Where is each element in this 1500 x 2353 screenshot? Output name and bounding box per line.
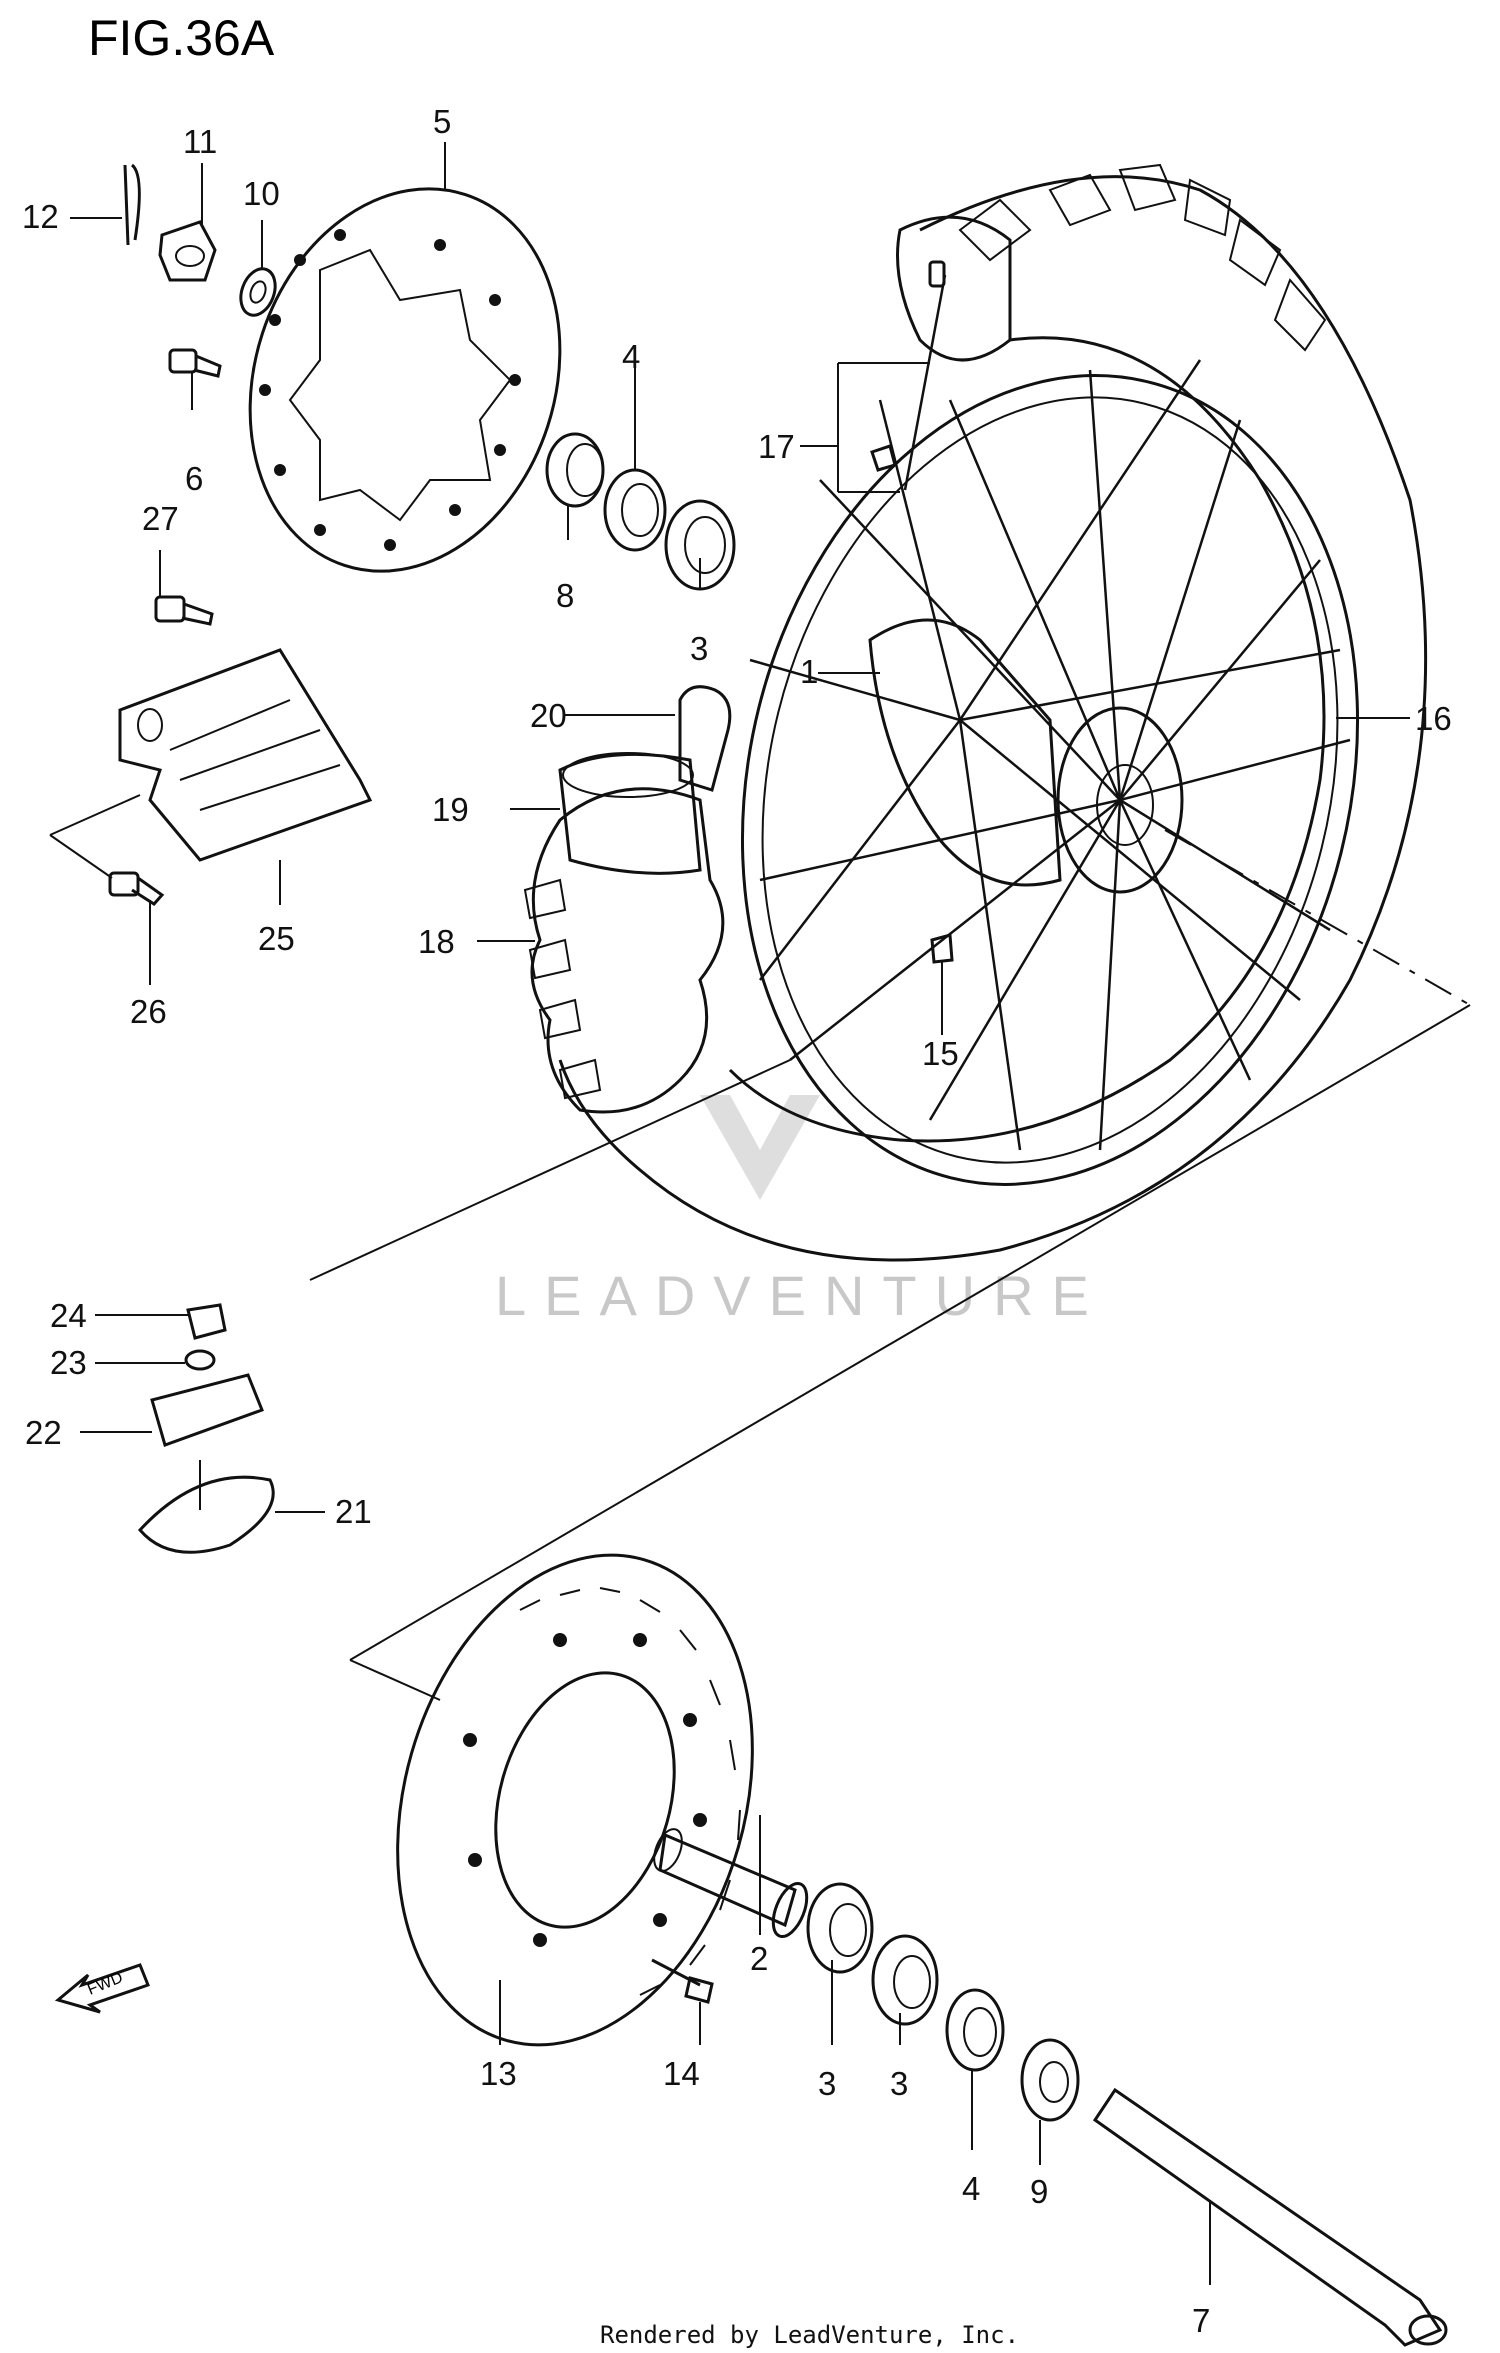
castle-nut (158, 220, 217, 282)
collar-upper (545, 432, 605, 508)
callout-3-lower-a: 3 (818, 2065, 836, 2102)
callout-9: 9 (1030, 2173, 1048, 2210)
guard-bolt (154, 595, 214, 626)
footer-credit: Rendered by LeadVenture, Inc. (600, 2321, 1019, 2349)
inner-tube (558, 752, 702, 875)
callout-23: 23 (50, 1344, 87, 1381)
callout-3-upper: 3 (690, 630, 708, 667)
callout-20: 20 (530, 697, 567, 734)
disc-bolt (168, 348, 222, 378)
rim-lock-washer (184, 1349, 216, 1371)
tire-section (523, 787, 725, 1114)
oil-seal-upper (603, 468, 667, 552)
callout-16: 16 (1415, 700, 1452, 737)
callout-25: 25 (258, 920, 295, 957)
rear-sprocket (396, 1553, 754, 2047)
callout-6: 6 (185, 460, 203, 497)
callout-27: 27 (142, 500, 179, 537)
rear-wheel (558, 163, 1428, 1262)
washer (239, 267, 277, 317)
callout-8: 8 (556, 577, 574, 614)
callout-26: 26 (130, 993, 167, 1030)
callout-14: 14 (663, 2055, 700, 2092)
callout-13: 13 (480, 2055, 517, 2092)
axle-collar (1020, 2038, 1080, 2122)
bearing-lower-b (871, 1934, 939, 2026)
axle-spacer (653, 1828, 809, 1938)
callout-2: 2 (750, 1940, 768, 1977)
bearing-lower-a (806, 1882, 874, 1974)
callout-3-lower-b: 3 (890, 2065, 908, 2102)
callouts: 1 2 3 3 3 3 4 4 5 6 7 8 9 10 11 12 13 14… (22, 103, 1452, 2339)
oil-seal-lower (945, 1988, 1005, 2072)
callout-24: 24 (50, 1297, 87, 1334)
figure-title: FIG.36A (88, 10, 275, 66)
sprocket-bolt (651, 1958, 714, 2004)
rim-lock-strip (137, 1460, 275, 1554)
callout-15: 15 (922, 1035, 959, 1072)
tube-valve (678, 685, 732, 792)
rear-axle (1092, 2087, 1448, 2347)
callout-1: 1 (800, 653, 818, 690)
disc-guard (118, 648, 373, 862)
callout-5: 5 (433, 103, 451, 140)
callout-10: 10 (243, 175, 280, 212)
callout-4-lower: 4 (962, 2170, 980, 2207)
callout-12: 12 (22, 198, 59, 235)
callout-11: 11 (183, 123, 217, 160)
brake-disc (248, 187, 562, 573)
watermark-text: LEADVENTURE (495, 1264, 1107, 1327)
callout-22: 22 (25, 1414, 62, 1451)
rim-lock-block (150, 1373, 264, 1447)
forward-arrow: FWD (54, 1963, 150, 2014)
callout-19: 19 (432, 791, 469, 828)
leadventure-watermark: LEADVENTURE (495, 1095, 1107, 1327)
callout-21: 21 (335, 1493, 372, 1530)
callout-4-upper: 4 (622, 338, 640, 375)
callout-18: 18 (418, 923, 455, 960)
cotter-pin (123, 163, 141, 246)
callout-7: 7 (1192, 2302, 1210, 2339)
guard-mount-bolt (108, 871, 165, 906)
callout-17: 17 (758, 428, 795, 465)
rim-lock-nut (186, 1303, 227, 1340)
